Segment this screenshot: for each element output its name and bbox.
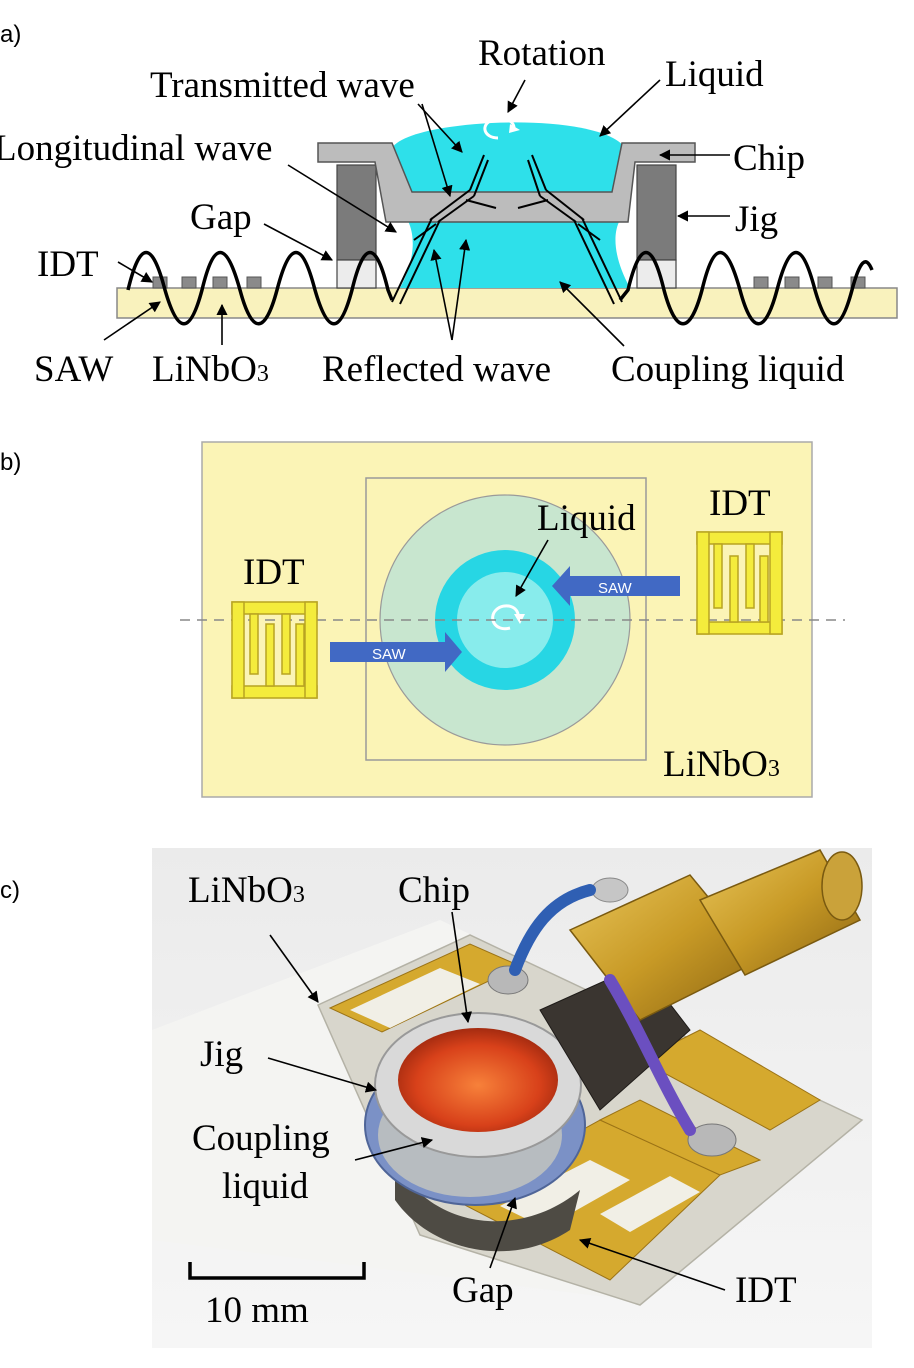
- a-jig-right: [636, 164, 677, 261]
- c-label-chip: Chip: [398, 870, 470, 911]
- a-substrate: [116, 287, 898, 319]
- a-label-liquid: Liquid: [665, 54, 764, 95]
- c-scale-label: 10 mm: [205, 1290, 309, 1331]
- panel-b: (b): [0, 441, 845, 798]
- c-scale-bar: [188, 1262, 366, 1280]
- c-label-coupling: Coupling: [192, 1118, 330, 1159]
- b-idt-right: [696, 531, 783, 635]
- a-leader-lines: [103, 79, 730, 347]
- c-label-substrate: LiNbO3: [188, 870, 305, 911]
- b-saw-arrow-left: [330, 632, 462, 672]
- b-liquid-leader: [515, 539, 549, 597]
- b-saw-label-left: SAW: [372, 646, 406, 663]
- b-label-idt-right: IDT: [709, 483, 771, 524]
- a-label-gap: Gap: [190, 197, 252, 238]
- a-jig-left: [336, 164, 377, 261]
- c-leader-lines: [267, 911, 726, 1291]
- panel-a-label: (a): [0, 21, 21, 48]
- c-idt-windows: [350, 968, 700, 1232]
- b-saw-arrow-right: [552, 566, 680, 606]
- b-chip-outline: [365, 477, 647, 761]
- panel-a: (a): [0, 21, 898, 390]
- a-label-idt: IDT: [37, 244, 99, 285]
- b-idt-left: [231, 601, 318, 699]
- c-gap-shadow: [395, 1160, 580, 1252]
- b-saw-label-right: SAW: [598, 580, 632, 597]
- panel-b-label: (b): [0, 449, 21, 476]
- b-rotation-icon: [491, 604, 520, 631]
- a-label-saw: SAW: [34, 349, 113, 390]
- c-label-liquid: liquid: [222, 1166, 309, 1207]
- a-label-jig: Jig: [735, 199, 778, 240]
- a-label-rotation: Rotation: [478, 33, 605, 74]
- a-label-substrate: LiNbO3: [152, 349, 269, 390]
- a-saw-wave-right: [618, 251, 874, 326]
- a-idt-electrodes: [152, 276, 866, 289]
- c-label-jig: Jig: [200, 1034, 243, 1075]
- a-label-coupling-liquid: Coupling liquid: [611, 349, 845, 390]
- b-label-liquid: Liquid: [537, 498, 636, 539]
- c-electronics: [487, 849, 863, 1157]
- a-label-chip: Chip: [733, 138, 805, 179]
- panel-c: (c): [0, 848, 872, 1348]
- panel-c-label: (c): [0, 877, 20, 904]
- a-label-reflected-wave: Reflected wave: [322, 349, 551, 390]
- a-rotation-icon: [483, 116, 516, 140]
- b-label-substrate: LiNbO3: [663, 744, 780, 785]
- a-chip: [317, 142, 696, 223]
- c-label-idt: IDT: [735, 1270, 797, 1311]
- c-label-gap: Gap: [452, 1270, 514, 1311]
- a-coupling-liquid: [400, 210, 630, 288]
- a-longitudinal-waves: [391, 154, 623, 305]
- b-label-idt-left: IDT: [243, 552, 305, 593]
- a-label-transmitted-wave: Transmitted wave: [150, 65, 415, 106]
- c-red-liquid: [398, 1028, 558, 1132]
- a-saw-wave-left: [126, 251, 394, 326]
- a-liquid-droplet: [392, 122, 625, 192]
- a-label-longitudinal-wave: Longitudinal wave: [0, 128, 272, 169]
- a-reflected-arrows: [413, 199, 601, 241]
